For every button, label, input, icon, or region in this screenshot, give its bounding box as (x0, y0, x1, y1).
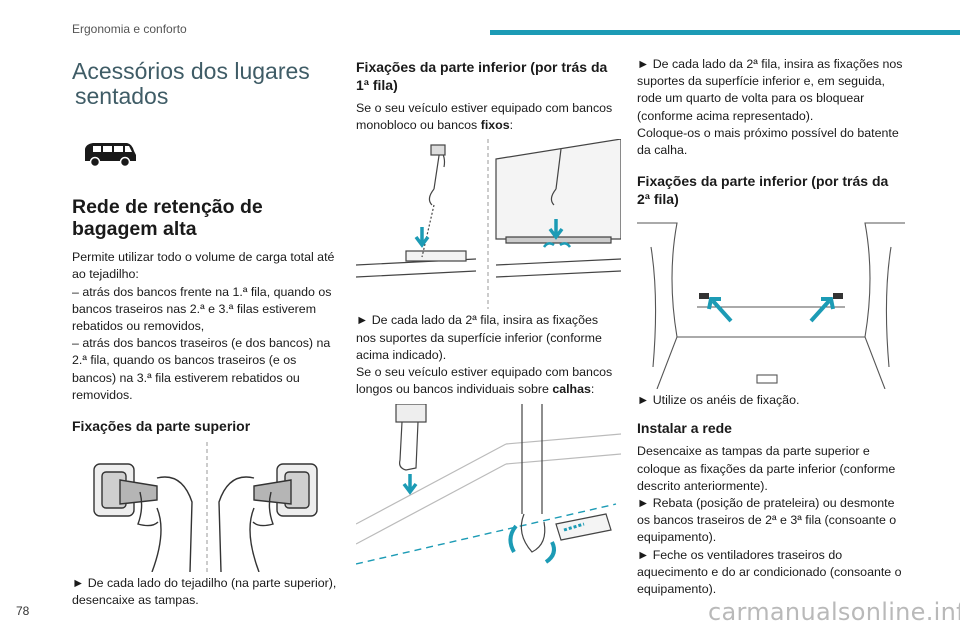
section-header: Ergonomia e conforto (72, 22, 187, 36)
page-title-line-2: sentados (75, 83, 169, 109)
figure-rings (637, 217, 905, 390)
paragraph-install-2: ► Rebata (posição de prateleira) ou desm… (637, 496, 897, 545)
bullet-second-row: – atrás dos bancos traseiros (e dos banc… (72, 336, 331, 402)
heading-fixacoes-inferior-1: Fixações da parte inferior (por trás da … (356, 59, 608, 93)
paragraph-fixed-seats: Se o seu veículo estiver equipado com ba… (356, 100, 621, 134)
figure-lower-fixings-fixed (356, 139, 621, 310)
paragraph-rail-seats: Se o seu veículo estiver equipado com ba… (356, 364, 621, 398)
paragraph-install-3: ► Feche os ventiladores traseiros do aqu… (637, 547, 902, 597)
paragraph-fixed-seats-text: Se o seu veículo estiver equipado com ba… (356, 101, 613, 133)
column-2: Fixações da parte inferior (por trás da … (356, 56, 621, 579)
heading-rede-retencao: Rede de retenção de bagagem alta (72, 196, 337, 240)
paragraph-install-1: Desencaixe as tampas da parte superior e… (637, 444, 896, 493)
heading-fixacoes-superior: Fixações da parte superior (72, 418, 251, 435)
page-title-line-1: Acessórios dos lugares (72, 58, 310, 84)
paragraph-rail-seats-end: : (590, 382, 595, 397)
paragraph-rail-stop: Coloque-os o mais próximo possível do ba… (637, 125, 899, 158)
heading-instalar-rede: Instalar a rede (637, 420, 732, 437)
figure-upper-fixings (72, 442, 337, 573)
column-3: ► De cada lado da 2ª fila, insira as fix… (637, 56, 905, 598)
paragraph-insert-fixings: ► De cada lado da 2ª fila, insira as fix… (356, 313, 602, 362)
page-title: Acessórios dos lugares sentados (72, 59, 337, 109)
column-1: Acessórios dos lugares sentados Rede de … (72, 56, 337, 609)
paragraph-rail-seats-text: Se o seu veículo estiver equipado com ba… (356, 365, 613, 397)
figure-lower-fixings-rails (356, 404, 621, 579)
paragraph-fixed-seats-bold: fixos (480, 118, 510, 133)
bullet-first-row: – atrás dos bancos frente na 1.ª fila, q… (72, 284, 332, 334)
heading-fixacoes-inferior-2: Fixações da parte inferior (por trás da … (637, 173, 889, 208)
paragraph-rotate-lock: ► De cada lado da 2ª fila, insira as fix… (637, 57, 903, 123)
paragraph-use-rings: ► Utilize os anéis de fixação. (637, 393, 800, 408)
header-accent-bar (490, 30, 960, 35)
paragraph-upper-fixings: ► De cada lado do tejadilho (na parte su… (72, 576, 337, 608)
paragraph-fixed-seats-end: : (509, 118, 514, 133)
heading-rede-line-2: bagagem alta (72, 218, 197, 241)
van-icon (85, 143, 136, 168)
intro-paragraph: Permite utilizar todo o volume de carga … (72, 250, 335, 282)
page-number: 78 (16, 604, 30, 618)
heading-rede-line-1: Rede de retenção de (72, 196, 263, 219)
watermark: carmanualsonline.info (708, 598, 960, 626)
paragraph-rail-seats-bold: calhas (552, 382, 591, 397)
